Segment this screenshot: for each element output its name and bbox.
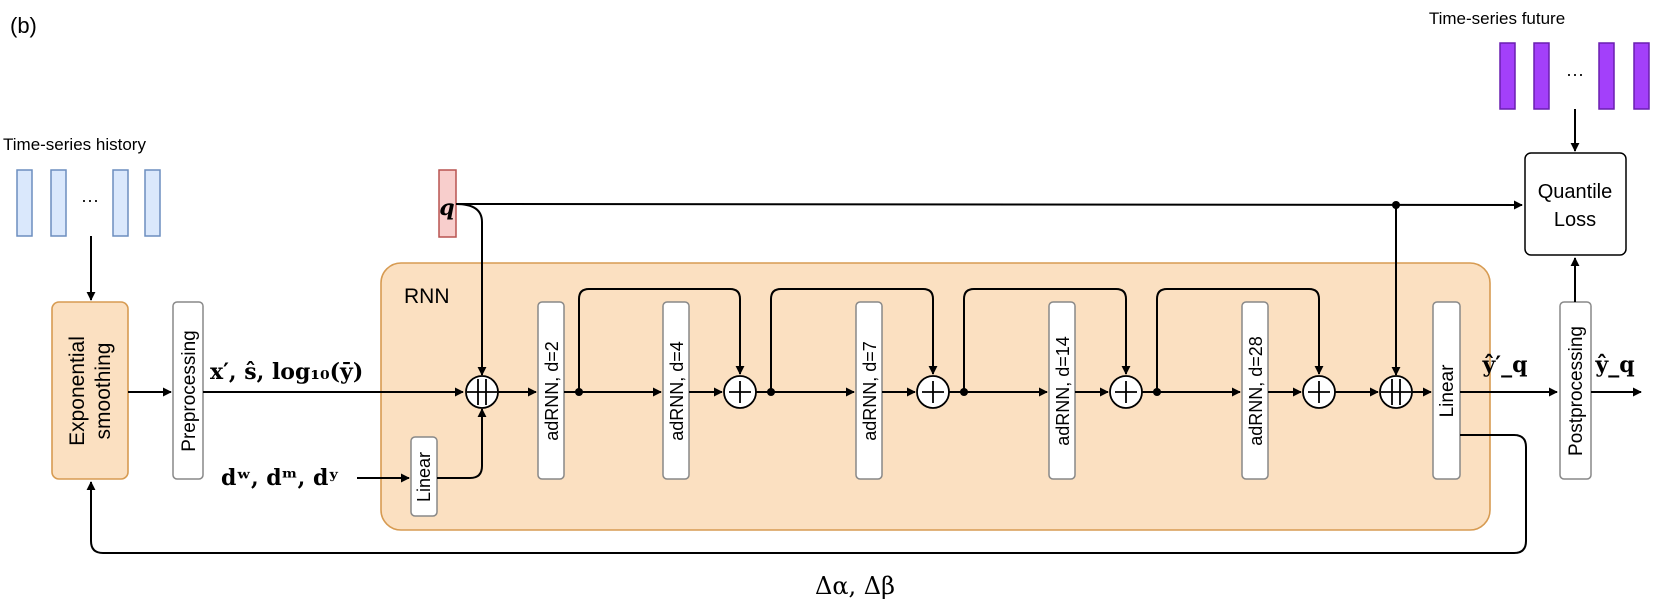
linear-input-label: Linear (414, 452, 434, 502)
adrnn-block-1: adRNN, d=2 (537, 301, 565, 480)
features-label: x′, ŝ, log₁₀(ȳ) (210, 359, 363, 385)
linear-to-concat1 (437, 408, 487, 479)
deltas-label: Δα, Δβ (815, 572, 895, 600)
preprocessing-label: Preprocessing (179, 330, 200, 451)
exp-smoothing-line1: Exponential (66, 336, 89, 446)
quantile-loss-line2: Loss (1554, 209, 1596, 231)
future-title: Time-series future (1429, 9, 1565, 28)
history-ellipsis: ··· (81, 190, 99, 210)
future-bar (1533, 42, 1550, 110)
adrnn-block-3: adRNN, d=7 (855, 301, 883, 480)
future-bar (1499, 42, 1516, 110)
adrnn-label: adRNN, d=28 (1246, 336, 1266, 446)
add-node-1 (723, 375, 757, 409)
concat-node-2 (1379, 375, 1413, 409)
skip-connection-2 (770, 288, 938, 392)
preprocessing-box (172, 301, 204, 480)
skip-connection-1 (578, 288, 745, 392)
future-ellipsis: ··· (1566, 64, 1584, 84)
quantile-loss-box (1524, 152, 1627, 256)
history-title: Time-series history (3, 135, 146, 154)
adrnn-block-5: adRNN, d=28 (1241, 301, 1269, 480)
skip-connection-3 (963, 288, 1131, 392)
add-node-4 (1302, 375, 1336, 409)
q-to-loss-line (455, 200, 1523, 210)
linear-output-label: Linear (1437, 364, 1458, 417)
future-bar (1598, 42, 1615, 110)
skip-connection-4 (1156, 288, 1324, 392)
history-bar (144, 169, 161, 237)
q-label: q (439, 195, 454, 221)
add-node-3 (1109, 375, 1143, 409)
dummies-label: dʷ, dᵐ, dʸ (221, 465, 339, 491)
adrnn-label: adRNN, d=7 (860, 341, 880, 441)
adrnn-block-2: adRNN, d=4 (662, 301, 690, 480)
rnn-title: RNN (404, 285, 450, 308)
history-bar (50, 169, 67, 237)
history-bar (16, 169, 33, 237)
y-q-label: ŷ_q (1594, 352, 1634, 378)
linear-output-box (1432, 301, 1461, 480)
concat-node-1 (465, 375, 499, 409)
adrnn-block-4: adRNN, d=14 (1048, 301, 1076, 480)
exp-smoothing-line2: smoothing (92, 343, 115, 440)
quantile-loss-line1: Quantile (1538, 181, 1613, 203)
future-bars (1499, 42, 1650, 110)
history-bars (16, 169, 161, 237)
postprocessing-label: Postprocessing (1566, 326, 1587, 456)
y-prime-q-label: ŷ′_q (1482, 352, 1528, 378)
adrnn-label: adRNN, d=14 (1053, 336, 1073, 446)
panel-label: (b) (10, 13, 37, 38)
adrnn-label: adRNN, d=2 (542, 341, 562, 441)
history-bar (112, 169, 129, 237)
future-bar (1633, 42, 1650, 110)
adrnn-label: adRNN, d=4 (667, 341, 687, 441)
exp-smoothing-box (51, 301, 129, 480)
linear-input-box (410, 436, 438, 517)
feedback-loop (86, 434, 1527, 554)
add-node-2 (916, 375, 950, 409)
